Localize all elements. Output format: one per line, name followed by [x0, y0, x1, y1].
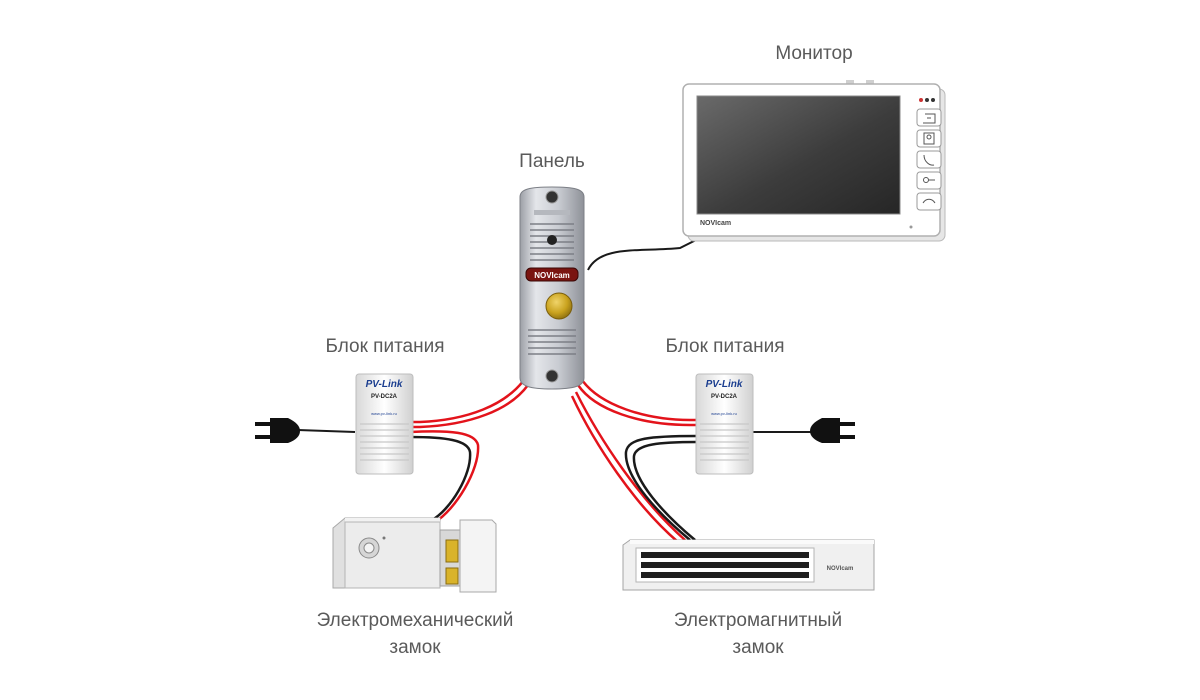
panel-bottom-screw: [545, 369, 559, 383]
label-panel: Панель: [519, 151, 585, 172]
monitor-brand: NOVIcam: [700, 220, 731, 227]
monitor-hangup-icon: [922, 198, 936, 204]
monitor-door-icon: [923, 113, 936, 124]
monitor-device: NOVIcam: [682, 80, 946, 242]
psu-right-url: www.pv-link.ru: [711, 411, 737, 416]
psu-right-device: PV-Link PV-DC2A www.pv-link.ru: [695, 373, 754, 475]
panel-camera-lens: [547, 235, 557, 245]
monitor-user-icon: [923, 132, 935, 145]
wire-psu-right-maglock-black: [624, 434, 698, 541]
label-psu-left: Блок питания: [325, 336, 445, 357]
lock-strike-plate: [459, 519, 497, 593]
maglock-brand: NOVIcam: [827, 566, 854, 572]
label-lock-mag-line2: замок: [732, 637, 784, 658]
label-lock-mag-line1: Электромагнитный: [673, 610, 843, 631]
wire-panel-maglock-red-2: [570, 395, 679, 543]
psu-left-url: www.pv-link.ru: [371, 411, 397, 416]
door-panel-device: NOVIcam: [519, 186, 585, 390]
wire-psu-left-lock-red: [409, 430, 480, 524]
monitor-screen: [696, 95, 901, 215]
label-monitor: Монитор: [775, 43, 853, 64]
wire-panel-right-red: [576, 384, 700, 427]
label-lock-mech-line1: Электромеханический: [316, 610, 514, 631]
plug-right-icon: [810, 418, 855, 443]
panel-logo-plate: [525, 267, 579, 282]
panel-brand: NOVIcam: [534, 271, 570, 280]
label-psu-right: Блок питания: [665, 336, 785, 357]
panel-top-screw: [545, 190, 559, 204]
panel-grille-bottom: [528, 329, 576, 355]
wires: [297, 237, 820, 543]
monitor-phone-icon: [923, 154, 935, 166]
wire-panel-left-red-2: [405, 379, 525, 424]
wire-left-mains: [297, 429, 356, 433]
electromechanical-lock-device: [332, 517, 497, 593]
psu-left-model: PV-DC2A: [371, 394, 398, 400]
psu-left-brand: PV-Link: [366, 379, 403, 390]
monitor-buttons: [916, 108, 942, 211]
wire-psu-left-lock-black: [409, 435, 472, 522]
lock-cylinder: [363, 542, 375, 554]
wire-panel-left-red: [405, 384, 530, 429]
label-lock-mech-line2: замок: [389, 637, 441, 658]
psu-right-brand: PV-Link: [706, 379, 743, 390]
wire-monitor-panel: [587, 237, 701, 271]
wire-panel-right-red-2: [580, 379, 700, 422]
wire-panel-maglock-red: [574, 391, 686, 541]
panel-call-button: [545, 292, 573, 320]
psu-right-model: PV-DC2A: [711, 394, 738, 400]
electromagnetic-lock-device: NOVIcam: [622, 539, 875, 591]
psu-left-device: PV-Link PV-DC2A www.pv-link.ru: [355, 373, 414, 475]
wire-psu-right-maglock-black-2: [632, 440, 698, 541]
plug-left-icon: [255, 418, 300, 443]
